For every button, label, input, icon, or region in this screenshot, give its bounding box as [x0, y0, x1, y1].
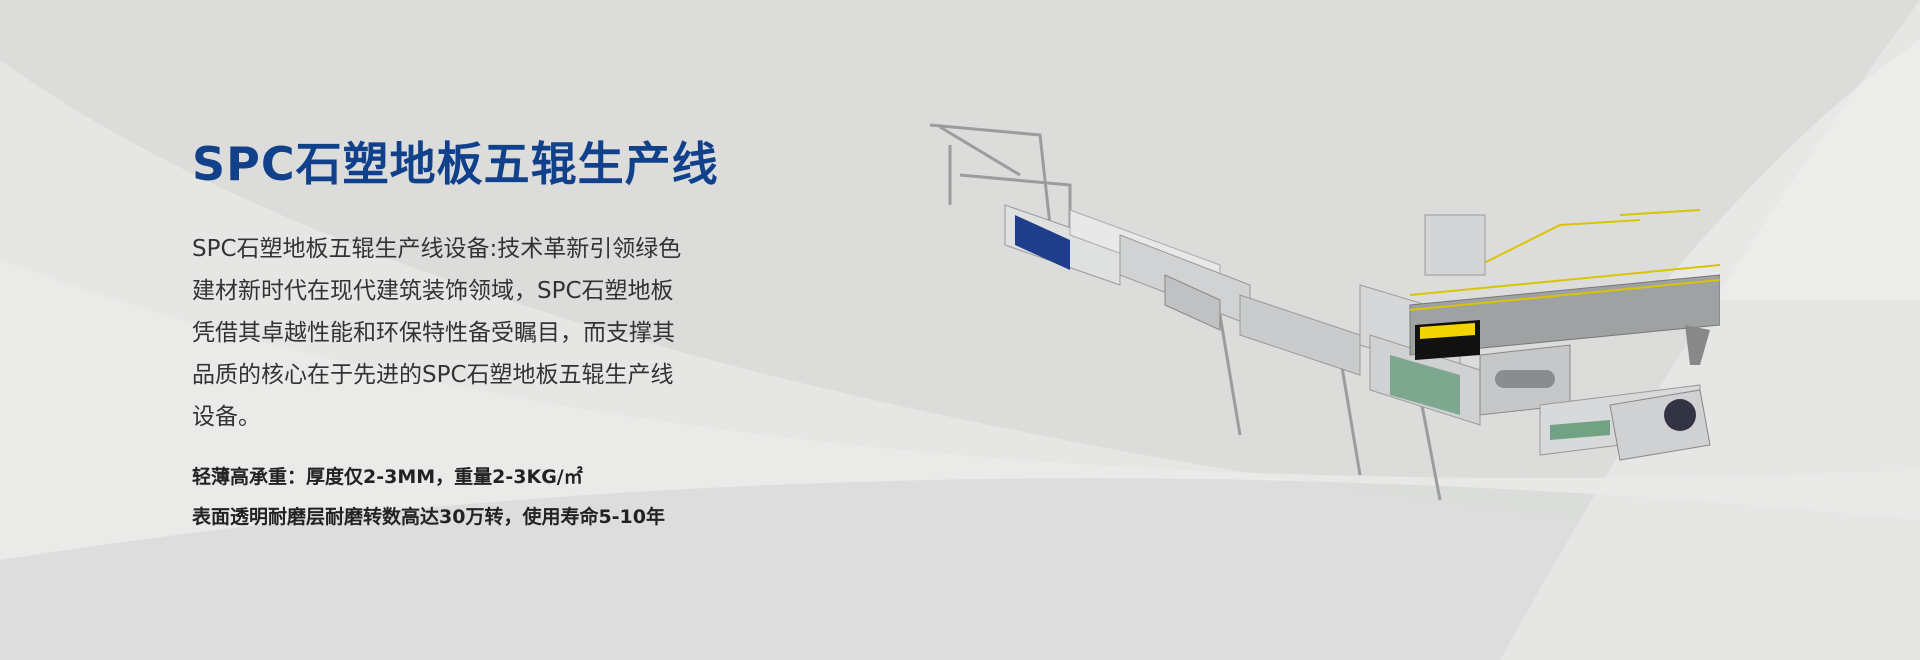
description-line: 建材新时代在现代建筑装饰领域，SPC石塑地板: [192, 278, 674, 304]
page-title: SPC石塑地板五辊生产线: [192, 137, 719, 191]
feature-weight: 轻薄高承重：厚度仅2-3MM，重量2-3KG/㎡: [192, 466, 583, 488]
product-description: SPC石塑地板五辊生产线设备:技术革新引领绿色 建材新时代在现代建筑装饰领域，S…: [192, 228, 692, 438]
feature-wear: 表面透明耐磨层耐磨转数高达30万转，使用寿命5-10年: [192, 506, 665, 528]
production-line-image: [929, 123, 1720, 501]
description-line: 设备。: [192, 404, 261, 430]
description-line: SPC石塑地板五辊生产线设备:技术革新引领绿色: [192, 236, 682, 262]
description-line: 品质的核心在于先进的SPC石塑地板五辊生产线: [192, 362, 674, 388]
description-line: 凭借其卓越性能和环保特性备受瞩目，而支撑其: [192, 320, 675, 346]
